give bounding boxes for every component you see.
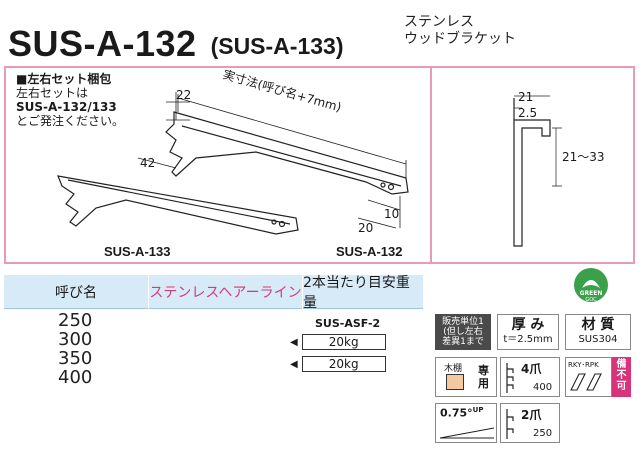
angle-icon	[439, 427, 495, 439]
weight-value: 20kg	[301, 334, 386, 350]
reserve-badge: 備不可	[612, 357, 631, 397]
dim-20: 20	[358, 221, 374, 235]
col-weight-per-pair: 2本当たり目安重量	[303, 275, 423, 311]
label-sus-a-133: SUS-A-133	[104, 244, 171, 259]
material-spec: 材 質 SUS304	[565, 314, 631, 350]
dim-22: 22	[176, 88, 192, 102]
pointer-left-icon: ◀	[290, 358, 298, 370]
weight-row: ◀ 20kg	[290, 356, 386, 372]
technical-drawing: ■左右セット梱包 左右セットは SUS-A-132/133 とご発注ください。	[4, 66, 635, 264]
weight-value: 20kg	[301, 356, 386, 372]
set-note: ■左右セット梱包 左右セットは SUS-A-132/133 とご発注ください。	[16, 72, 125, 128]
dim-42: 42	[140, 156, 156, 170]
claw2-spec: 2爪 250	[500, 403, 560, 443]
profile-21: 21	[518, 90, 534, 104]
model-number: SUS-A-132	[8, 23, 197, 64]
rky-rpk-spec: RKY･RPK	[565, 357, 612, 397]
alt-model-number: (SUS-A-133)	[210, 33, 344, 59]
col-stainless-hairline: ステンレスヘアーライン	[149, 275, 302, 309]
svg-text:GREEN: GREEN	[580, 290, 603, 297]
claw-icon	[506, 363, 514, 393]
svg-text:GOC: GOC	[585, 297, 597, 303]
claw4-spec: 4爪 400	[500, 357, 560, 397]
bracket-profile	[513, 95, 562, 247]
wood-shelf-spec: 木棚 専用	[435, 357, 497, 397]
upward-angle-spec: 0.75°UP	[435, 403, 497, 443]
bracket-left-outline	[57, 175, 299, 235]
claw-icon	[506, 409, 514, 439]
rail-compat-icon	[570, 373, 602, 391]
label-sus-a-132: SUS-A-132	[336, 244, 403, 259]
weight-row: ◀ 20kg	[290, 334, 386, 350]
wood-shelf-icon	[446, 374, 464, 390]
profile-2-5: 2.5	[518, 106, 538, 120]
size-item: 400	[58, 367, 93, 388]
sales-unit-badge: 販売単位1 (但し左右 差異1まで	[435, 314, 491, 350]
dim-10: 10	[384, 207, 400, 221]
pointer-left-icon: ◀	[290, 336, 298, 348]
drawing-divider	[430, 68, 432, 262]
title-block: SUS-A-132 (SUS-A-133)	[8, 18, 343, 62]
product-name: ステンレス ウッドブラケット	[404, 14, 516, 47]
col-nominal-size: 呼び名	[4, 275, 148, 309]
bracket-right-outline	[165, 111, 409, 195]
size-list: 250 300 350 400	[58, 311, 92, 387]
size-item: 250	[58, 310, 93, 331]
bracket-drawing-svg	[57, 92, 562, 247]
pair-code: SUS-ASF-2	[315, 317, 381, 330]
size-item: 350	[58, 348, 93, 369]
size-item: 300	[58, 329, 93, 350]
profile-range: 21～33	[562, 150, 605, 164]
eco-mark-icon: GREEN GOC	[574, 268, 608, 303]
thickness-spec: 厚 み t＝2.5mm	[497, 314, 559, 350]
